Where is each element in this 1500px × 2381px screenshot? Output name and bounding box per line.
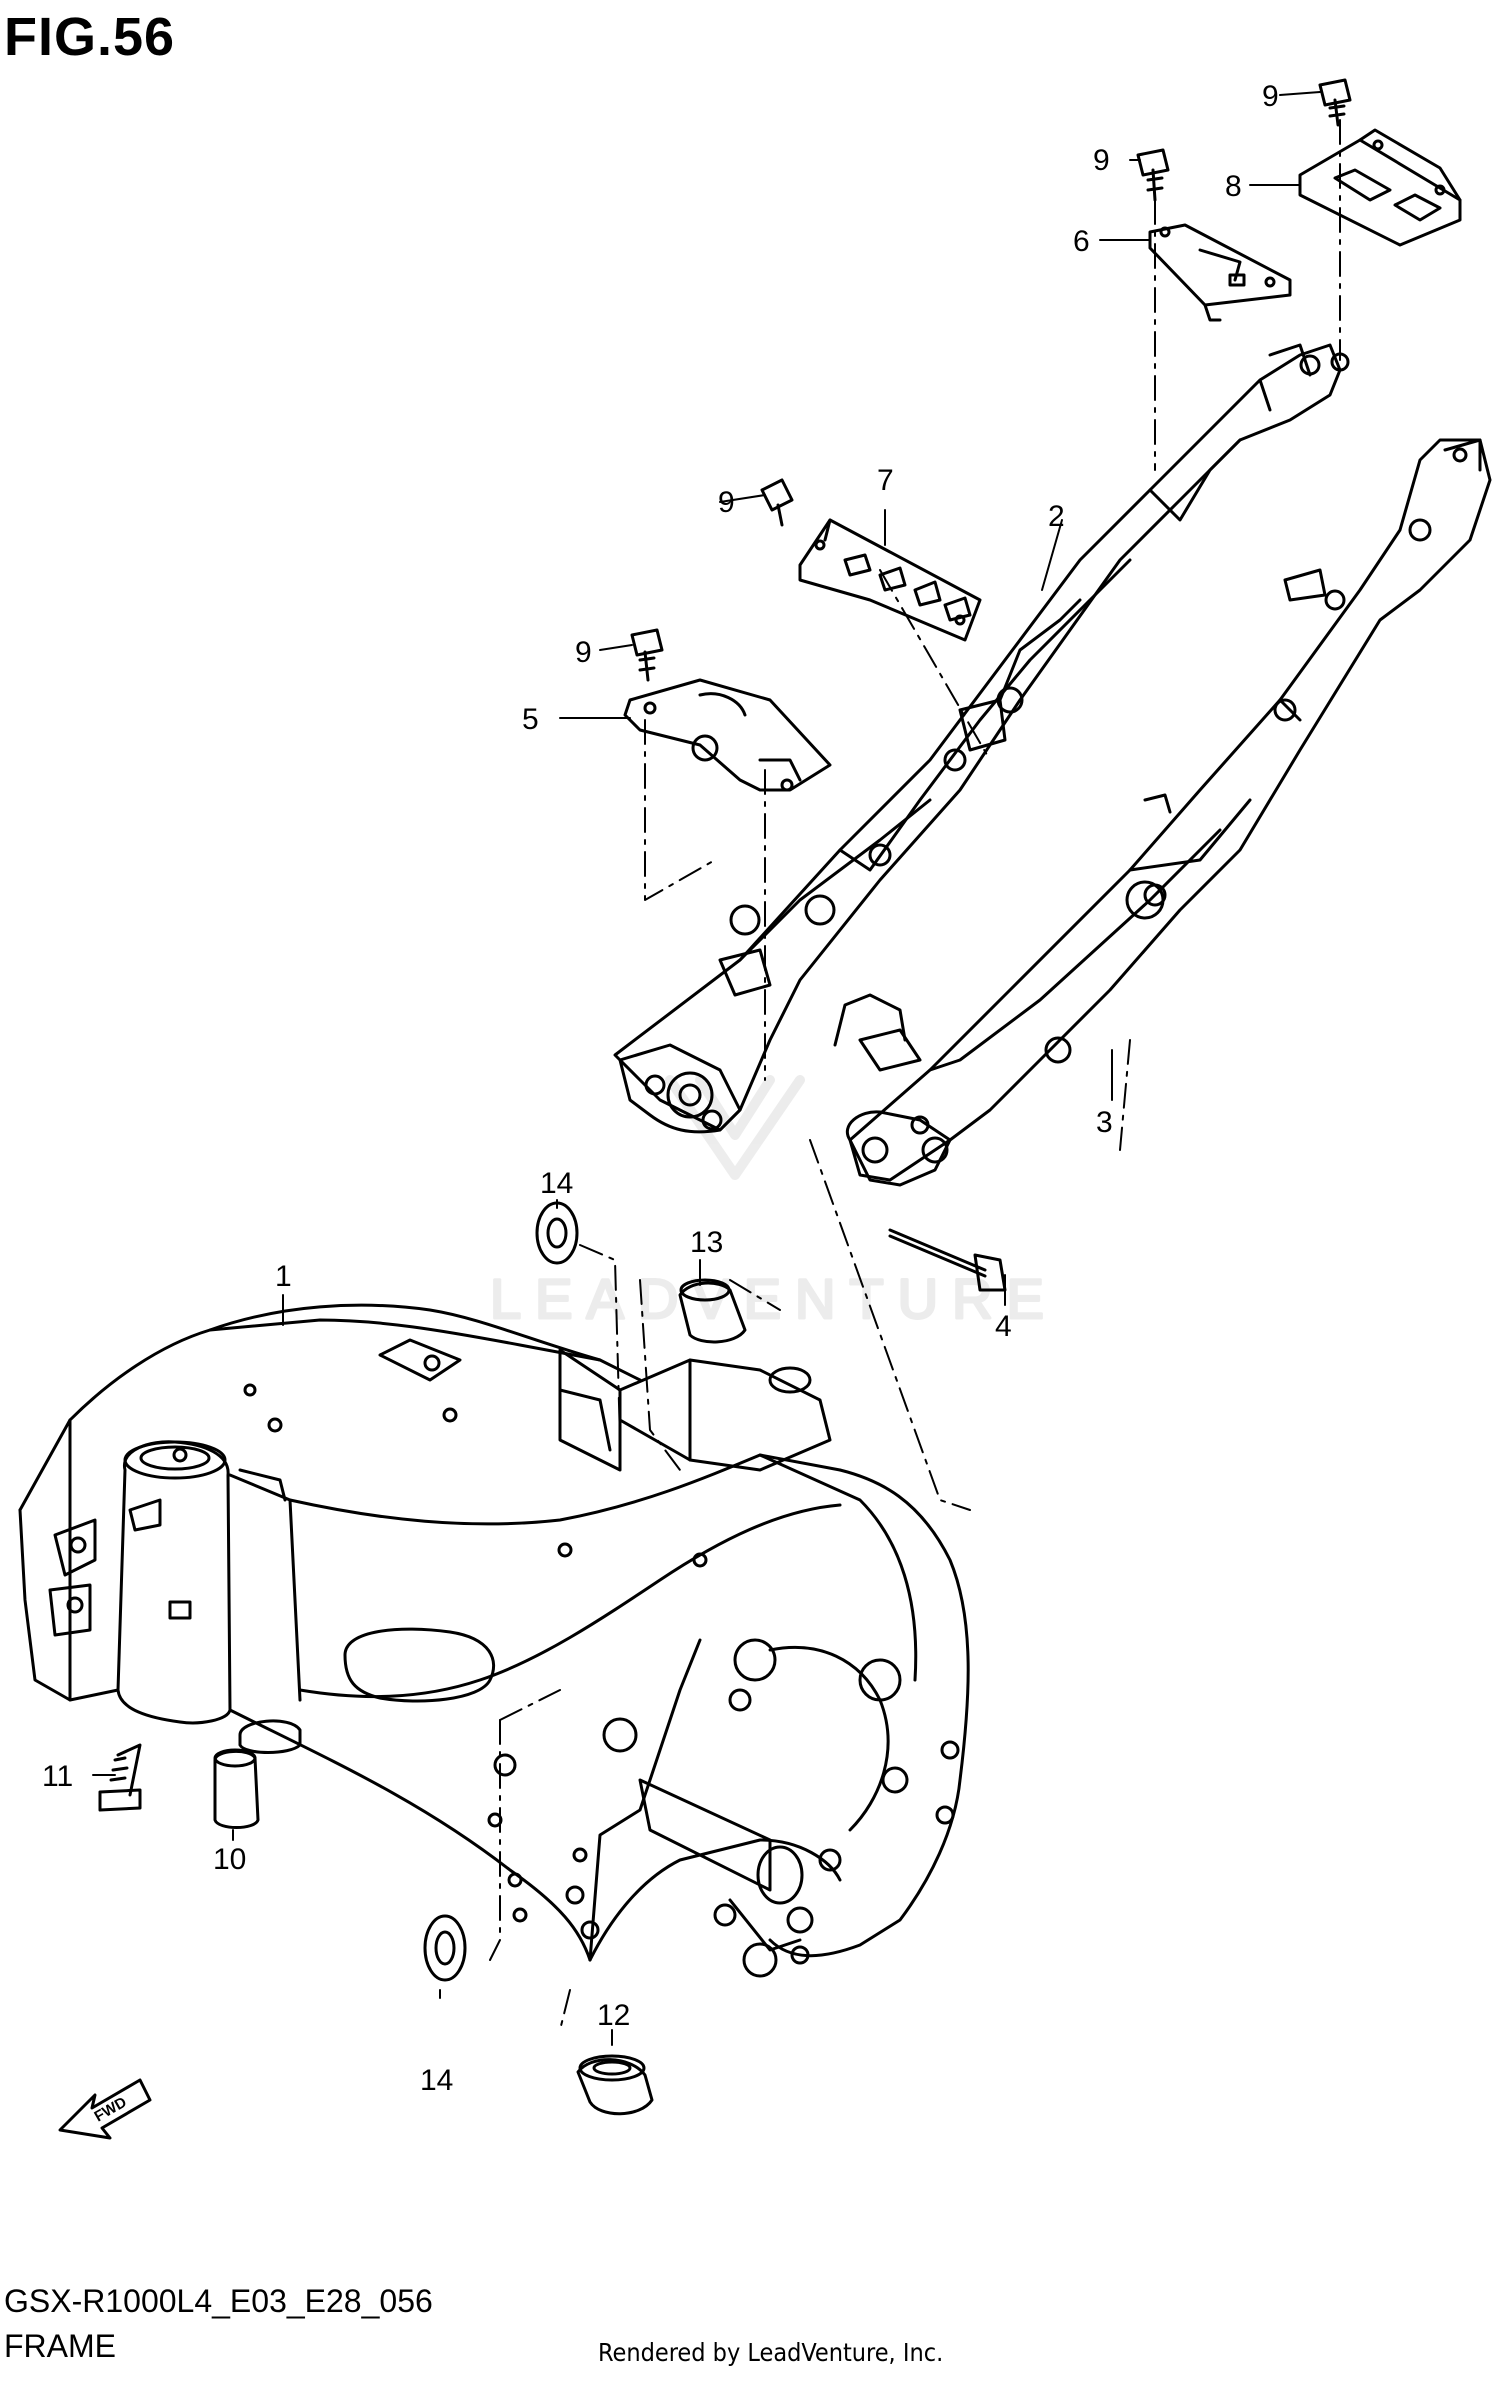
dashed-assembly-lines <box>489 119 1341 2031</box>
callout-9-upper: 9 <box>1093 144 1110 177</box>
leader-lines <box>92 91 1321 2046</box>
callout-4: 4 <box>995 1310 1012 1343</box>
bolt-part-9-middle <box>760 478 794 527</box>
spacer-part-10 <box>213 1748 260 1829</box>
watermark-logo <box>665 1075 805 1180</box>
bracket-part-5 <box>623 678 832 792</box>
callout-labels: 9 8 9 6 9 7 2 9 5 3 14 13 4 1 11 10 12 1… <box>42 80 1279 2097</box>
seat-rail-left-part-2 <box>613 343 1350 1134</box>
bolt-part-9-upper <box>1136 148 1170 202</box>
washer-part-14-upper <box>535 1201 579 1265</box>
watermark-text: LEADVENTURE <box>490 1267 1058 1330</box>
callout-14-lower: 14 <box>420 2064 453 2097</box>
collar-part-13 <box>678 1278 747 1344</box>
bolt-part-9-top <box>1318 78 1352 127</box>
figure-title: FIG.56 <box>4 7 176 67</box>
forward-arrow-icon: FWD <box>58 2078 152 2140</box>
callout-10: 10 <box>213 1843 246 1876</box>
bolt-part-9-lower <box>630 628 664 682</box>
callout-13: 13 <box>690 1226 723 1259</box>
callout-5: 5 <box>522 703 539 736</box>
callout-9-top: 9 <box>1262 80 1279 113</box>
callout-8: 8 <box>1225 170 1242 203</box>
callout-9-middle: 9 <box>718 486 735 519</box>
main-frame-part-1 <box>18 1303 970 1978</box>
washer-part-14-lower <box>423 1914 467 1982</box>
bracket-part-8 <box>1298 128 1462 247</box>
bolt-part-11 <box>98 1743 142 1812</box>
plate-part-6 <box>1148 223 1292 322</box>
render-credit: Rendered by LeadVenture, Inc. <box>598 2338 944 2367</box>
callout-9-lower: 9 <box>575 636 592 669</box>
callout-6: 6 <box>1073 225 1090 258</box>
callout-14-upper: 14 <box>540 1167 573 1200</box>
plate-part-7 <box>798 518 982 642</box>
callout-1: 1 <box>275 1260 292 1293</box>
callout-12: 12 <box>597 1999 630 2032</box>
seat-rail-right-part-3 <box>833 438 1492 1187</box>
callout-3: 3 <box>1096 1106 1113 1139</box>
callout-7: 7 <box>877 464 894 497</box>
bushing-part-12 <box>576 2054 654 2116</box>
callout-2: 2 <box>1048 500 1065 533</box>
callout-11: 11 <box>42 1760 73 1793</box>
section-name: FRAME <box>4 2328 116 2364</box>
model-code: GSX-R1000L4_E03_E28_056 <box>4 2283 433 2319</box>
